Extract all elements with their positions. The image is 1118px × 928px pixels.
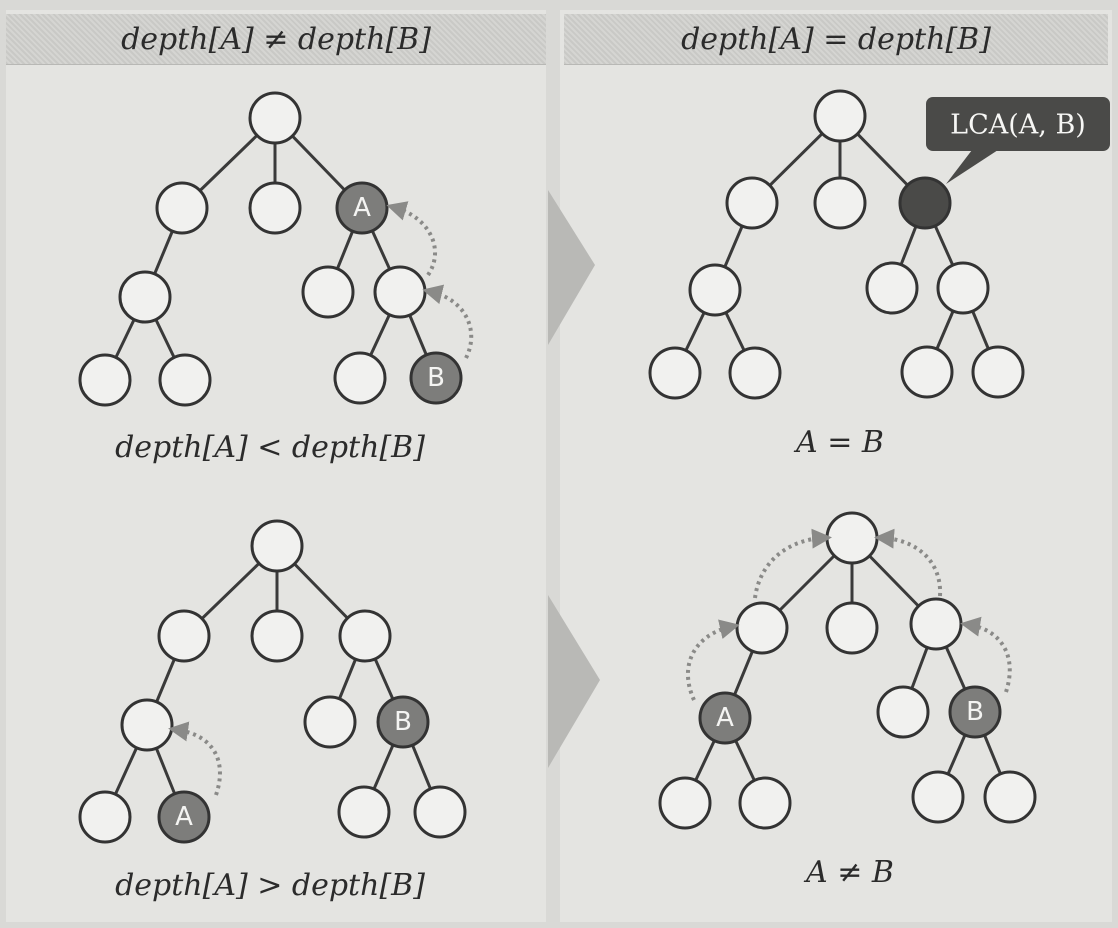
tree-node (338, 609, 392, 663)
climb-arrow (685, 619, 740, 701)
climb-arrow (753, 528, 832, 599)
tree-node (78, 790, 132, 844)
caption-bottom-left: depth[A] > depth[B] (115, 868, 425, 903)
caption-bottom-right: A ≠ B (806, 855, 894, 890)
node-b (376, 695, 430, 749)
tree-node (983, 770, 1037, 824)
node-a (698, 691, 752, 745)
tree-node (911, 770, 965, 824)
right-header: depth[A] = depth[B] (564, 14, 1108, 65)
node-a (157, 790, 211, 844)
chevron-top-icon (548, 190, 595, 345)
tree-node (248, 181, 302, 235)
tree-node (813, 89, 867, 143)
node-a-label: A (716, 703, 734, 733)
node-b-label: B (394, 707, 412, 737)
node-b (948, 685, 1002, 739)
tree-node (301, 265, 355, 319)
node-a-label: A (353, 193, 371, 223)
node-b (409, 351, 463, 405)
tree-node (876, 685, 930, 739)
tree-node (337, 785, 391, 839)
tree-node (728, 346, 782, 400)
tree-node (936, 261, 990, 315)
tree-node (688, 263, 742, 317)
tree-node (250, 519, 304, 573)
tree-node (971, 345, 1025, 399)
tree-node (303, 695, 357, 749)
caption-top-left: depth[A] < depth[B] (115, 430, 425, 465)
tree-node (373, 265, 427, 319)
tree-node (648, 346, 702, 400)
tree-bottom-right: A B (658, 511, 1037, 830)
tree-node (725, 176, 779, 230)
left-header: depth[A] ≠ depth[B] (6, 14, 546, 65)
tree-node (78, 353, 132, 407)
chevron-bottom-icon (548, 595, 600, 768)
climb-arrow (422, 284, 474, 359)
tree-bottom-left: B A (78, 519, 467, 844)
climb-arrow (386, 201, 438, 277)
tree-node (155, 181, 209, 235)
tree-node (900, 345, 954, 399)
tree-node (825, 601, 879, 655)
tree-node (158, 353, 212, 407)
right-panel (560, 10, 1112, 922)
tree-node (250, 609, 304, 663)
tree-node (825, 511, 879, 565)
lca-callout: LCA(A, B) (926, 97, 1110, 184)
tree-node (248, 91, 302, 145)
tree-node (120, 698, 174, 752)
tree-node (865, 261, 919, 315)
climb-arrow (168, 721, 222, 796)
tree-node (118, 270, 172, 324)
climb-arrow (960, 616, 1012, 693)
node-b-label: B (427, 363, 445, 393)
tree-node (658, 776, 712, 830)
node-a-label: A (175, 802, 193, 832)
tree-node (413, 785, 467, 839)
node-b-label: B (966, 697, 984, 727)
lca-node (898, 176, 952, 230)
tree-node (333, 351, 387, 405)
tree-node (738, 776, 792, 830)
climb-arrow (874, 528, 943, 597)
tree-node (909, 597, 963, 651)
caption-top-right: A = B (796, 425, 884, 460)
tree-top-right: LCA(A, B) (648, 89, 1110, 400)
tree-node (735, 601, 789, 655)
tree-node (813, 176, 867, 230)
tree-top-left: A B (78, 91, 474, 407)
tree-node (157, 609, 211, 663)
lca-callout-text: LCA(A, B) (950, 110, 1086, 141)
